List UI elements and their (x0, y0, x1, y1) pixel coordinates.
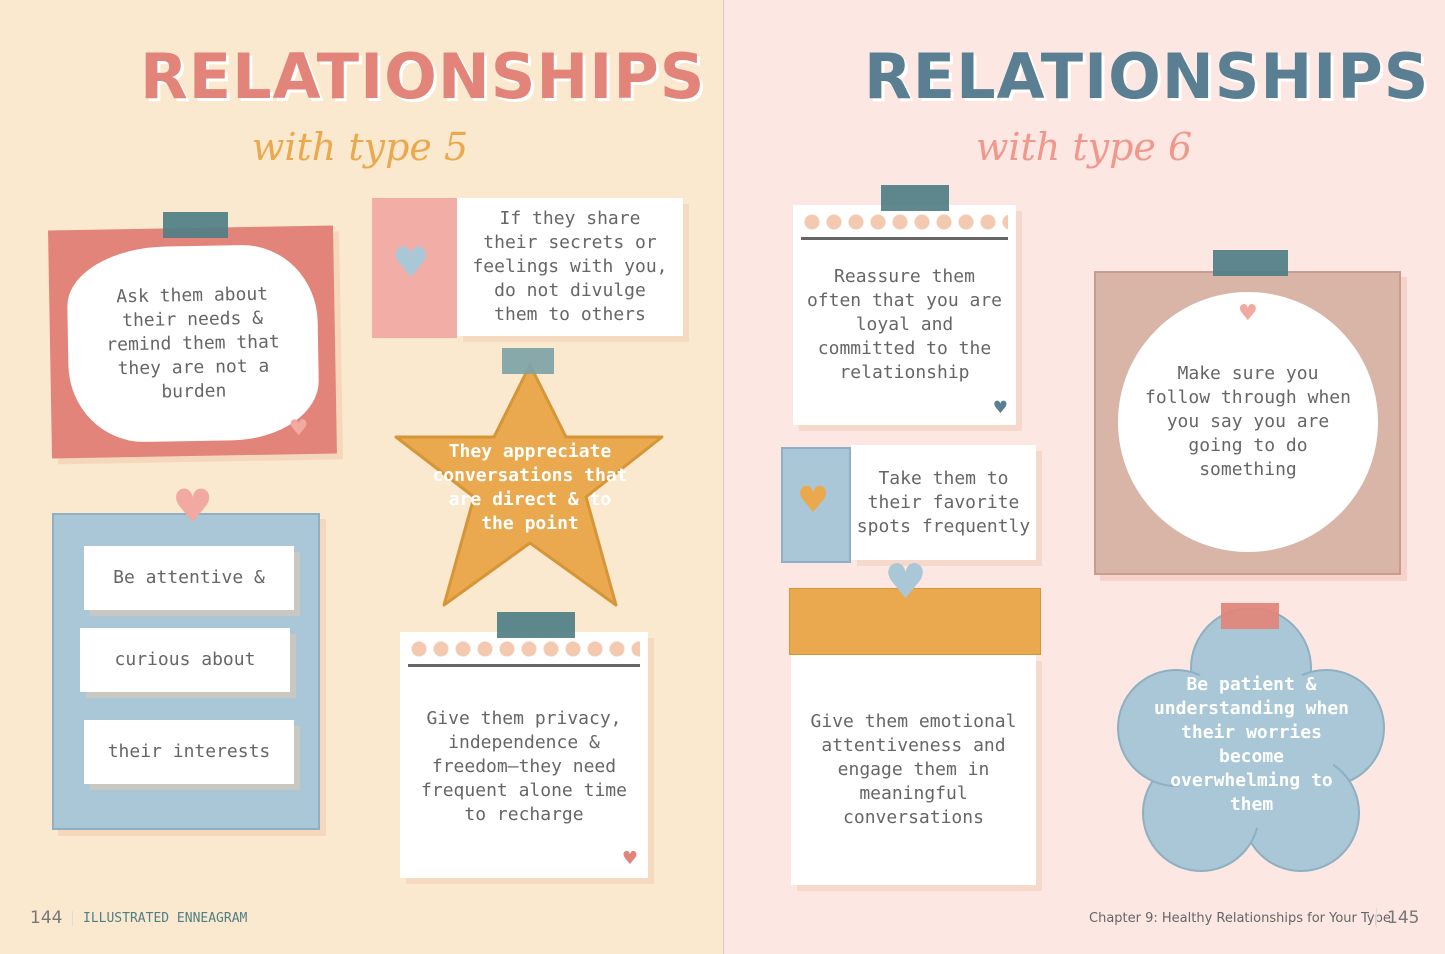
card-ask: Ask them about their needs & remind them… (48, 225, 337, 459)
flower-text: Be patient & understanding when their wo… (1153, 674, 1350, 815)
tape (881, 185, 949, 211)
tape (497, 612, 575, 638)
heart-icon: ♥ (797, 480, 830, 521)
card-emotional: Give them emotional attentiveness and en… (791, 655, 1036, 885)
card-text: Make sure you follow through when you sa… (1118, 292, 1378, 552)
heart-icon: ♥ (621, 848, 638, 869)
page-number: 145 (1376, 908, 1419, 928)
tape (1221, 603, 1279, 629)
card-spots: Take them to their favorite spots freque… (851, 445, 1036, 560)
heart-icon: ♥ (1238, 301, 1258, 326)
pink-strip: ♥ (372, 198, 457, 338)
strip-1: Be attentive & (84, 546, 294, 610)
tape (1213, 250, 1288, 276)
page-number: 144 (30, 908, 63, 928)
page-title: RELATIONSHIPS (140, 40, 706, 113)
card-follow: Make sure you follow through when you sa… (1094, 271, 1401, 575)
heart-icon: ♥ (992, 398, 1008, 418)
star-shape (394, 363, 664, 607)
card-secrets: If they share their secrets or feelings … (457, 198, 683, 336)
star-text: They appreciate conversations that are d… (432, 441, 628, 534)
page-subtitle: with type 6 (975, 125, 1193, 169)
card-reassure: Reassure them often that you are loyal a… (793, 205, 1016, 425)
flower-shape (1117, 608, 1385, 872)
orange-header (789, 588, 1041, 655)
card-privacy: Give them privacy, independence & freedo… (400, 632, 648, 878)
heart-icon: ♥ (884, 554, 928, 610)
tape (502, 348, 554, 374)
running-head: Chapter 9: Healthy Relationships for You… (1089, 911, 1391, 926)
card-text: Reassure them often that you are loyal a… (806, 266, 1003, 383)
heart-icon: ♥ (288, 415, 309, 442)
card-text: Give them privacy, independence & freedo… (421, 708, 627, 825)
strip-2: curious about (80, 628, 290, 692)
strip-3: their interests (84, 720, 294, 784)
heart-icon: ♥ (172, 479, 214, 533)
left-page: RELATIONSHIPS with type 5 Ask them about… (0, 0, 723, 954)
page-title: RELATIONSHIPS (864, 40, 1430, 113)
heart-icon: ♥ (392, 238, 430, 287)
tape (163, 212, 228, 238)
right-page: RELATIONSHIPS with type 6 Reassure them … (723, 0, 1445, 954)
blue-strip: ♥ (781, 447, 851, 563)
card-text: Ask them about their needs & remind them… (66, 243, 320, 444)
page-subtitle: with type 5 (251, 125, 469, 169)
running-head: ILLUSTRATED ENNEAGRAM (72, 911, 247, 926)
